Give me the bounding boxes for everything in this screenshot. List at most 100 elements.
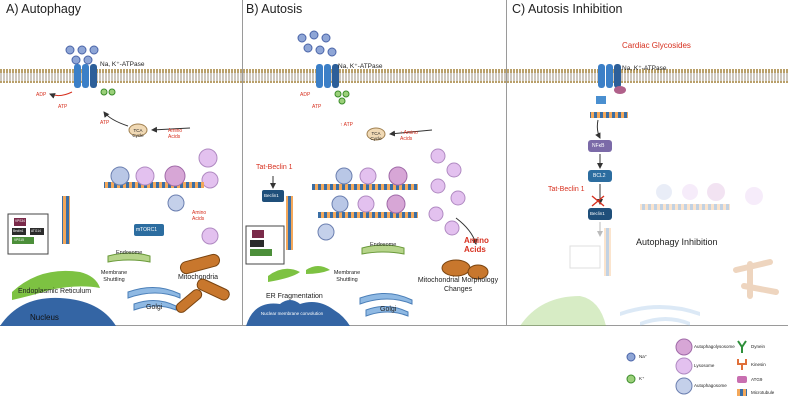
legend-microtubule-label: Microtubule [751,390,775,395]
legend-dynein-label: Dynein [751,344,766,349]
sodium-ion-icon [83,55,93,65]
potassium-ion-icon [100,88,108,96]
lysosome-icon [357,195,375,213]
autophagosome-icon [317,223,335,241]
microtubule-icon [737,389,747,396]
bottom-border [0,325,788,326]
sodium-ion-icon [303,43,313,53]
panel-b-golgi-label: Golgi [380,306,397,313]
legend-kinesin-label: Kinesin [751,362,766,367]
kinesin-icon [737,359,747,370]
panel-b-tat-label: Tat-Beclin 1 [256,164,293,171]
autophagosome-icon [110,166,130,186]
panel-a-amino-mid: Amino Acids [192,210,207,222]
panel-b-amino-big: Amino Acids [464,236,489,254]
microtubule [104,182,204,188]
panel-b-er-frag-label: ER Fragmentation [266,293,323,300]
sodium-ion-icon [309,30,319,40]
panel-a-mito-label: Mitochondria [178,274,219,281]
endosome [361,244,405,255]
panel-a-endosome-label: Endosome [116,250,143,256]
microtubule [62,196,70,244]
lysosome-icon [201,227,219,245]
panel-c-title: C) Autosis Inhibition [512,2,623,16]
panel-a-graphics [0,45,230,326]
lysosome-icon [428,206,444,222]
plasma-membrane-b [243,69,506,83]
sodium-ion-icon [626,352,636,362]
panel-a-mtorc1-label: mTORC1 [136,227,158,233]
autophagosome-icon [335,167,353,185]
plasma-membrane-c [507,69,788,83]
legend: Na⁺ K⁺ Autophagolysosome Lysosome Autoph… [620,334,788,408]
panel-b-endosome-label: Endosome [370,242,397,248]
dynein-icon [737,340,747,353]
er-fragments [268,268,300,282]
panel-a-box-label-2: VPS34 [15,219,25,223]
legend-icons [626,338,747,396]
panel-c-glycosides-label: Cardiac Glycosides [622,41,691,50]
lysosome-icon [430,148,446,164]
golgi [359,293,413,305]
panel-a-tca-label: TCA Cycle [132,128,144,138]
legend-lysosome-label: Lysosome [694,363,715,368]
tca-cycle [366,127,386,141]
endosome [107,252,151,263]
autophagosome-icon [167,194,185,212]
panel-b-amino-top: ↑ Amino Acids [400,130,418,142]
cardiac-glycoside-drug [614,86,626,94]
lysosome-icon [198,148,218,168]
autophagy-complex-box [7,213,49,255]
autophagosome-icon [675,377,693,395]
panel-a-atp2-label: ATP [100,120,110,126]
panel-b-pump-label: Na, K⁺-ATPase [338,63,383,70]
microtubule [312,184,418,190]
panel-b-nuclear-label: Nuclear membrane convolution [260,311,324,316]
lysosome-icon [359,167,377,185]
panel-separator-ab [242,0,243,326]
lysosome-icon [675,357,693,375]
panel-a-box-label-3: ATG14 [31,229,41,233]
potassium-ion-icon [338,97,346,105]
panel-c-beclin-label: Beclin1 [590,211,605,216]
lysosome-icon [201,171,219,189]
mitochondria-icon [175,289,203,313]
lysosome-icon [135,166,155,186]
autophagolysosome-icon [164,165,186,187]
potassium-ion-icon [334,90,342,98]
panel-b-beclin-label: Beclin1 [264,193,279,198]
panel-b-title: B) Autosis [246,2,303,16]
lysosome-icon [446,162,462,178]
panel-b-shuttling-label: Membrane Shuttling [333,270,361,283]
nfkb-box [588,140,612,152]
autophagolysosome-icon [386,194,406,214]
panel-b-mito-changes: Mitochondrial Morphology Changes [417,277,499,293]
panel-a-er-label: Endoplasmic Reticulum [18,288,92,295]
lysosome-icon [450,190,466,206]
endoplasmic-reticulum [12,270,100,300]
potassium-ion-icon [626,374,636,384]
legend-autophagosome-label: Autophagosome [694,383,727,388]
legend-autophagolysosome-label: Autophagolysosome [694,344,735,349]
tca-cycle [128,123,148,137]
panel-a-shuttling-label: Membrane Shuttling [100,270,128,283]
panel-b-atp-label: ATP [312,104,322,110]
sodium-ion-icon [297,33,307,43]
nucleus-convoluted [246,300,350,326]
autophagosome-icon [331,195,349,213]
panel-a-amino-top: Amino Acids [168,128,183,140]
beclin1-box [588,208,612,220]
panel-separator-bc [506,0,507,326]
na-k-atpase-pump [598,64,605,88]
microtubule [590,112,628,118]
nucleus [0,297,116,326]
panel-a-golgi-label: Golgi [146,304,163,311]
legend-na-label: Na⁺ [639,354,648,359]
mitochondria-icon [441,259,471,277]
sodium-ion-icon [71,55,81,65]
panel-c-inhibition-label: Autophagy Inhibition [636,237,718,247]
na-k-atpase-pump [74,64,81,88]
sodium-ion-icon [65,45,75,55]
autophagy-complex-box [245,225,285,265]
